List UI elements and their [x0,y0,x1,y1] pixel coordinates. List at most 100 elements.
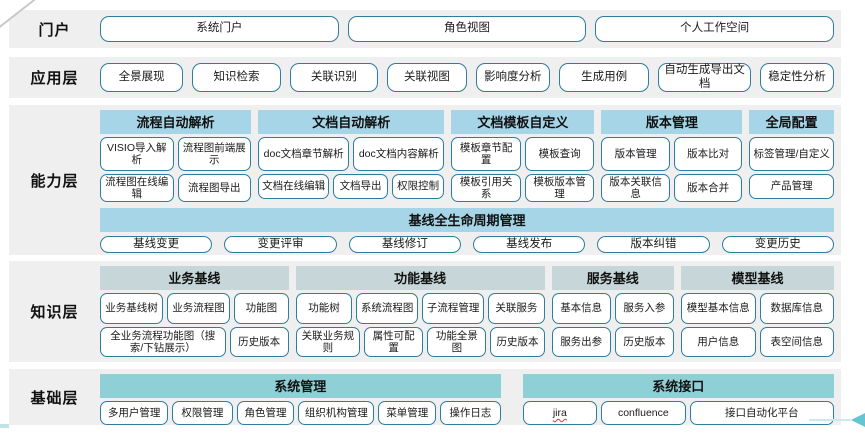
group-row: 业务基线树 业务流程图 功能图 [100,293,289,324]
interface-button-automation[interactable]: 接口自动化平台 [689,401,834,425]
capability-button[interactable]: 模板章节配置 [451,137,521,171]
knowledge-button[interactable]: 表空间信息 [759,326,834,357]
capability-button[interactable]: 版本关联信息 [601,174,670,203]
baseline-button[interactable]: 基线变更 [100,236,213,254]
group-system-mgmt: 系统管理 多用户管理 权限管理 角色管理 组织机构管理 菜单管理 操作日志 [100,374,501,425]
baseline-button[interactable]: 变更历史 [721,236,834,254]
capability-button[interactable]: 模板查询 [524,137,595,171]
capability-button[interactable]: 流程图导出 [177,174,252,203]
layer-portal: 门户 系统门户 角色视图 个人工作空间 [9,10,841,48]
foundation-button[interactable]: 菜单管理 [378,401,437,425]
layer-label-foundation: 基础层 [30,389,79,407]
capability-button[interactable]: 版本比对 [673,137,743,171]
group-model-baseline: 模型基线 模型基本信息 数据库信息 用户信息 表空间信息 [681,266,834,357]
group-version-mgmt: 版本管理 版本管理 版本比对 版本关联信息 版本合并 [601,110,743,203]
app-button[interactable]: 生成用例 [558,63,650,92]
pointer-arrow-line [809,419,851,421]
portal-button-workspace[interactable]: 个人工作空间 [595,16,835,42]
layer-label-application: 应用层 [30,70,79,87]
foundation-groups: 系统管理 多用户管理 权限管理 角色管理 组织机构管理 菜单管理 操作日志 系统… [100,374,834,425]
group-row: 模板章节配置 模板查询 [451,137,595,171]
knowledge-groups: 业务基线 业务基线树 业务流程图 功能图 全业务流程功能图（搜索/下钻展示） 历… [100,266,834,357]
capability-button[interactable]: 版本合并 [673,174,743,203]
capability-button[interactable]: doc文档章节解析 [258,137,350,171]
knowledge-button[interactable]: 子流程管理 [422,293,485,324]
knowledge-button[interactable]: 历史版本 [614,326,674,357]
knowledge-button[interactable]: 历史版本 [229,326,289,357]
baseline-button[interactable]: 基线发布 [472,236,586,254]
capability-button[interactable]: 流程图在线编辑 [100,174,174,203]
capability-button[interactable]: 流程图前端展示 [177,137,252,171]
portal-button-role-view[interactable]: 角色视图 [347,16,587,42]
app-button[interactable]: 关联视图 [387,63,467,92]
layer-foundation: 基础层 系统管理 多用户管理 权限管理 角色管理 组织机构管理 菜单管理 操作日… [9,369,841,425]
group-header: 全局配置 [749,110,834,134]
foundation-button[interactable]: 组织机构管理 [298,401,375,425]
knowledge-button[interactable]: 模型基本信息 [681,293,756,324]
knowledge-button[interactable]: 功能图 [233,293,289,324]
knowledge-button[interactable]: 关联服务 [488,293,545,324]
group-row: 基本信息 服务入参 [551,293,674,324]
knowledge-button[interactable]: 关联业务规则 [295,326,361,357]
capability-groups: 流程自动解析 VISIO导入解析 流程图前端展示 流程图在线编辑 流程图导出 文… [100,110,834,203]
group-row: 关联业务规则 属性可配置 功能全景图 历史版本 [295,326,545,357]
baseline-header: 基线全生命周期管理 [100,208,834,233]
group-row: 多用户管理 权限管理 角色管理 组织机构管理 菜单管理 操作日志 [100,401,501,425]
capability-button[interactable]: 文档在线编辑 [258,174,330,199]
knowledge-button[interactable]: 数据库信息 [759,293,834,324]
baseline-button[interactable]: 版本纠错 [597,236,710,254]
knowledge-button[interactable]: 服务出参 [551,326,611,357]
layer-label-knowledge: 知识层 [30,304,79,321]
capability-button[interactable]: 文档导出 [333,174,388,199]
portal-row: 系统门户 角色视图 个人工作空间 [100,10,841,48]
baseline-button[interactable]: 变更评审 [224,236,337,254]
group-row: 标签管理/自定义 [749,137,834,171]
group-global-config: 全局配置 标签管理/自定义 产品管理 [749,110,834,202]
foundation-button[interactable]: 权限管理 [172,401,233,425]
app-button[interactable]: 知识检索 [192,63,281,92]
knowledge-button[interactable]: 业务基线树 [100,293,163,324]
interface-button-confluence[interactable]: confluence [601,401,686,425]
group-header: 业务基线 [100,266,289,290]
foundation-button[interactable]: 多用户管理 [100,401,169,425]
foundation-button[interactable]: 操作日志 [440,401,501,425]
foundation-button[interactable]: 角色管理 [236,401,295,425]
app-button[interactable]: 关联识别 [289,63,379,92]
app-button[interactable]: 稳定性分析 [760,63,835,92]
group-row: 模型基本信息 数据库信息 [681,293,834,324]
capability-button[interactable]: 模板引用关系 [451,174,521,203]
group-service-baseline: 服务基线 基本信息 服务入参 服务出参 历史版本 [551,266,674,357]
group-business-baseline: 业务基线 业务基线树 业务流程图 功能图 全业务流程功能图（搜索/下钻展示） 历… [100,266,289,357]
group-row: 文档在线编辑 文档导出 权限控制 [258,174,445,199]
knowledge-button[interactable]: 系统流程图 [356,293,419,324]
capability-button[interactable]: 标签管理/自定义 [749,137,834,171]
app-button[interactable]: 自动生成导出文档 [658,63,752,92]
capability-button[interactable]: VISIO导入解析 [100,137,174,171]
pointer-arrow-icon [851,413,865,427]
group-header: 版本管理 [601,110,743,134]
capability-body: 流程自动解析 VISIO导入解析 流程图前端展示 流程图在线编辑 流程图导出 文… [100,105,841,255]
knowledge-button[interactable]: 功能树 [295,293,353,324]
layer-application: 应用层 全景展现 知识检索 关联识别 关联视图 影响度分析 生成用例 自动生成导… [9,57,841,98]
baseline-button[interactable]: 基线修订 [348,236,461,254]
capability-button[interactable]: 权限控制 [391,174,445,199]
knowledge-button[interactable]: 功能全景图 [427,326,487,357]
capability-button[interactable]: 模板版本管理 [524,174,595,203]
knowledge-button[interactable]: 属性可配置 [364,326,424,357]
group-header: 功能基线 [295,266,545,290]
app-button[interactable]: 影响度分析 [475,63,550,92]
capability-button[interactable]: 版本管理 [601,137,670,171]
portal-button-system[interactable]: 系统门户 [100,16,339,42]
interface-button-jira[interactable]: jira [522,401,598,425]
knowledge-button[interactable]: 用户信息 [681,326,756,357]
knowledge-button[interactable]: 历史版本 [490,326,545,357]
knowledge-button[interactable]: 业务流程图 [166,293,230,324]
capability-button[interactable]: 产品管理 [749,174,834,199]
group-row: doc文档章节解析 doc文档内容解析 [258,137,445,171]
knowledge-button[interactable]: 全业务流程功能图（搜索/下钻展示） [100,326,226,357]
capability-button[interactable]: doc文档内容解析 [353,137,445,171]
knowledge-button[interactable]: 服务入参 [614,293,674,324]
app-button[interactable]: 全景展现 [100,63,184,92]
knowledge-button[interactable]: 基本信息 [551,293,611,324]
group-process-parsing: 流程自动解析 VISIO导入解析 流程图前端展示 流程图在线编辑 流程图导出 [100,110,252,203]
